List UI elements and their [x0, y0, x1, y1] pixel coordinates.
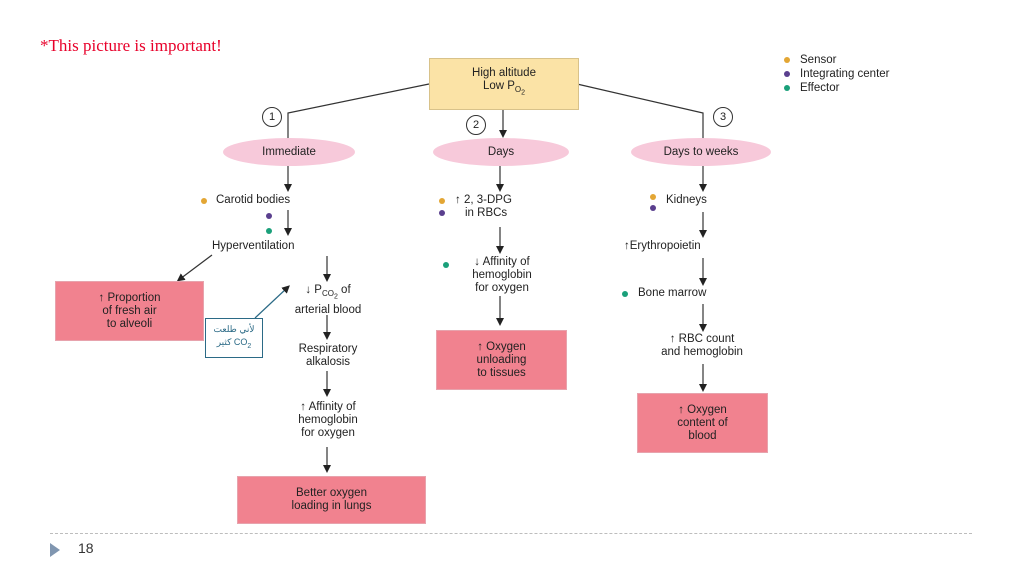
- carotid-bodies-label: Carotid bodies: [216, 194, 291, 206]
- up-arrow-icon: ↑: [477, 340, 483, 353]
- rbc-count-label: ↑ RBC count and hemoglobin: [661, 333, 743, 358]
- footer-divider: [50, 533, 972, 534]
- days-to-weeks-ellipse: Days to weeks: [631, 138, 771, 166]
- days-affinity-label: ↓ Affinity of hemoglobin for oxygen: [472, 256, 532, 294]
- up-arrow-icon: ↑: [98, 291, 105, 304]
- down-arrow-icon: ↓: [474, 256, 481, 268]
- integrating-center-legend-dot: [784, 71, 790, 77]
- integrating-center-dot: [650, 205, 656, 211]
- legend-item-effector: Effector: [784, 82, 890, 94]
- up-arrow-icon: ↑: [455, 194, 461, 206]
- bone-marrow-label: Bone marrow: [638, 287, 707, 299]
- page-number: 18: [78, 540, 94, 556]
- integrating-center-dot: [439, 210, 445, 216]
- effector-dot: [622, 291, 628, 297]
- step-number-1: 1: [262, 107, 282, 127]
- legend-item-sensor: Sensor: [784, 54, 890, 66]
- hyperventilation-label: Hyperventilation: [212, 240, 295, 252]
- up-arrow-icon: ↑: [300, 401, 307, 413]
- low-po2-label: Low PO2: [482, 80, 526, 97]
- connector-top-to-immediate: [287, 83, 430, 140]
- up-arrow-icon: ↑: [624, 240, 630, 252]
- high-altitude-box: High altitude Low PO2: [429, 58, 579, 110]
- up-arrow-icon: ↑: [678, 403, 684, 416]
- arabic-annotation-box: لأني طلعت كثير CO2: [205, 318, 263, 358]
- step-number-3: 3: [713, 107, 733, 127]
- pco2-arterial-label: ↓ PCO2 of arterial blood: [294, 284, 362, 316]
- sensor-legend-dot: [784, 57, 790, 63]
- respiratory-alkalosis-label: Respiratory alkalosis: [298, 343, 358, 368]
- days-ellipse: Days: [433, 138, 569, 166]
- proportion-fresh-air-box: ↑ Proportion of fresh air to alveoli: [55, 281, 204, 341]
- effector-dot: [443, 262, 449, 268]
- connector-top-to-weeks: [576, 83, 704, 140]
- triangle-bullet-icon: [50, 543, 60, 557]
- oxygen-content-box: ↑ Oxygen content of blood: [637, 393, 768, 453]
- immediate-affinity-label: ↑ Affinity of hemoglobin for oxygen: [298, 401, 358, 439]
- dpg-label: ↑ 2, 3-DPG in RBCs: [455, 194, 512, 219]
- up-arrow-icon: ↑: [669, 333, 676, 345]
- down-arrow-icon: ↓: [305, 284, 312, 296]
- effector-dot: [266, 228, 272, 234]
- legend-item-integrating-center: Integrating center: [784, 68, 890, 80]
- important-note: *This picture is important!: [40, 36, 222, 55]
- immediate-ellipse: Immediate: [223, 138, 355, 166]
- sensor-dot: [201, 198, 207, 204]
- annotation-pointer: [254, 285, 290, 319]
- sensor-dot: [650, 194, 656, 200]
- oxygen-unloading-box: ↑ Oxygen unloading to tissues: [436, 330, 567, 390]
- high-altitude-label: High altitude: [472, 67, 536, 79]
- integrating-center-dot: [266, 213, 272, 219]
- better-oxygen-loading-box: Better oxygen loading in lungs: [237, 476, 426, 524]
- step-number-2: 2: [466, 115, 486, 135]
- kidneys-label: Kidneys: [666, 194, 707, 206]
- erythropoietin-label: ↑Erythropoietin: [624, 240, 701, 252]
- legend: Sensor Integrating center Effector: [784, 54, 890, 94]
- sensor-dot: [439, 198, 445, 204]
- effector-legend-dot: [784, 85, 790, 91]
